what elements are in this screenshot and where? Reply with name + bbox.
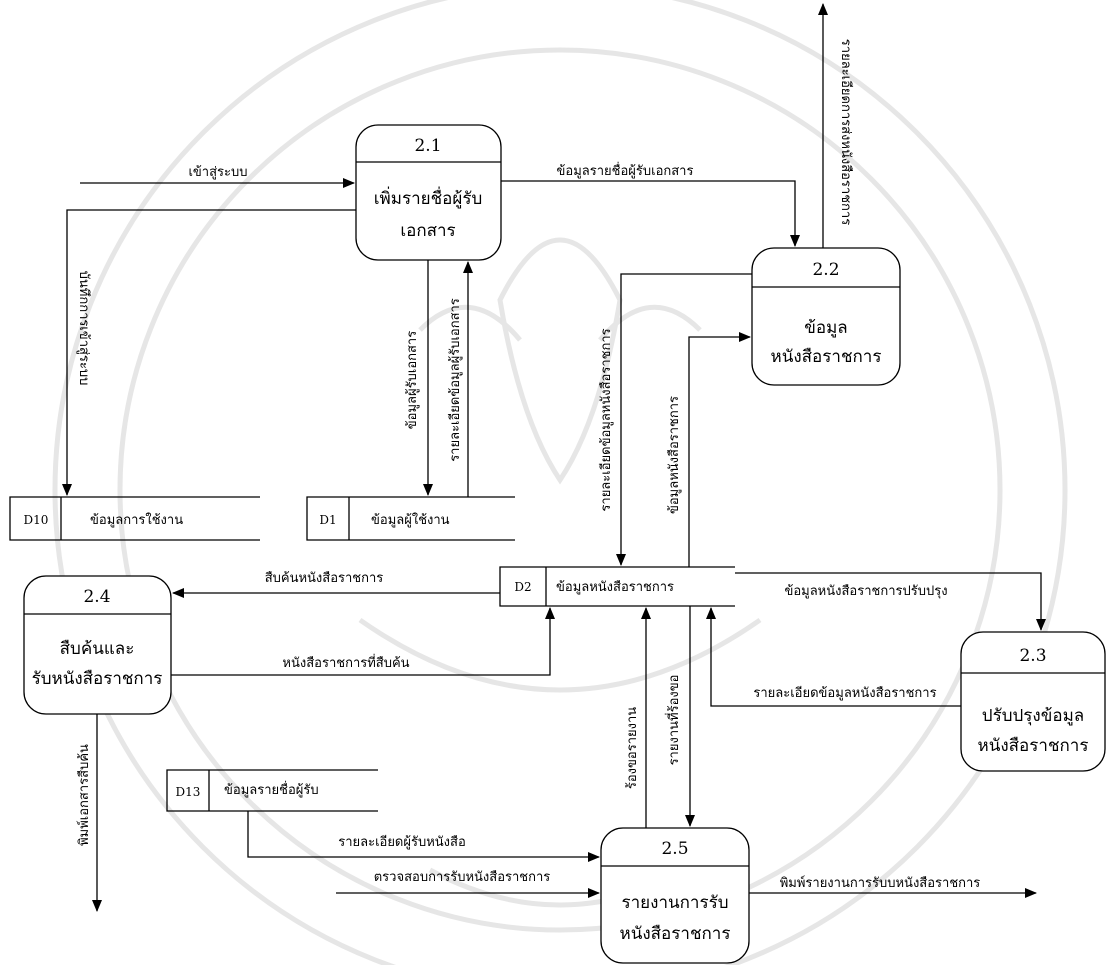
process-2-4: 2.4 สืบค้นและ รับหนังสือราชการ — [23, 575, 172, 715]
store-d10: D10 ข้อมูลการใช้งาน — [9, 496, 260, 541]
store-d13: D13 ข้อมูลรายชื่อผู้รับ — [166, 769, 378, 812]
process-2-4-name-line2: รับหนังสือราชการ — [32, 669, 163, 689]
flow-requested-report-label: รายงานที่ร้องขอ — [665, 675, 682, 766]
flow-print-report-label: พิมพ์รายงานการรับบหนังสือราชการ — [780, 875, 981, 891]
flow-check-receive: ตรวจสอบการรับหนังสือราชการ — [336, 869, 600, 898]
flow-doc-detail: รายละเอียดข้อมูลหนังสือราชการ — [598, 273, 752, 566]
store-d2: D2 ข้อมูลหนังสือราชการ — [499, 566, 735, 607]
flow-doc-detail-2-label: รายละเอียดข้อมูลหนังสือราชการ — [753, 685, 936, 701]
flow-print-search-label: พิมพ์เอกสารสืบค้น — [76, 744, 92, 846]
flow-recipient-list: ข้อมูลรายชื่อผู้รับเอกสาร — [501, 162, 800, 247]
process-2-5: 2.5 รายงานการรับ หนังสือราชการ — [600, 827, 750, 964]
store-d13-code: D13 — [176, 785, 201, 799]
store-d1: D1 ข้อมูลผู้ใช้งาน — [306, 496, 515, 541]
flow-login-label: เข้าสู่ระบบ — [188, 165, 247, 180]
flow-found-doc-label: หนังสือราชการที่สืบค้น — [282, 654, 409, 671]
process-2-5-name-line2: หนังสือราชการ — [620, 924, 731, 944]
flow-request-report: ร้องขอรายงาน — [625, 607, 651, 828]
flow-doc-detail-label: รายละเอียดข้อมูลหนังสือราชการ — [598, 328, 614, 511]
process-2-1-name-line2: เอกสาร — [400, 221, 455, 241]
store-d10-code: D10 — [24, 513, 49, 527]
flow-doc-update-label: ข้อมูลหนังสือราชการปรับปรุง — [784, 583, 947, 599]
process-2-1-number: 2.1 — [414, 136, 441, 156]
process-2-3-number: 2.3 — [1019, 646, 1046, 666]
process-2-3: 2.3 ปรับปรุงข้อมูล หนังสือราชการ — [960, 631, 1106, 772]
flow-doc-update: ข้อมูลหนังสือราชการปรับปรุง — [735, 572, 1046, 631]
process-2-2: 2.2 ข้อมูล หนังสือราชการ — [751, 247, 901, 386]
flow-doc-detail-2: รายละเอียดข้อมูลหนังสือราชการ — [706, 607, 961, 707]
store-d13-name: ข้อมูลรายชื่อผู้รับ — [224, 781, 319, 798]
process-2-3-name-line1: ปรับปรุงข้อมูล — [982, 706, 1084, 726]
flow-send-detail: รายละเอียดการส่งหนังสือราชการ — [818, 3, 854, 248]
flow-recipient-doc-detail: รายละเอียดผู้รับหนังสือ — [247, 811, 600, 862]
flow-recipient-data: ข้อมูลผู้รับเอกสาร — [405, 260, 433, 496]
process-2-4-name-line1: สืบค้นและ — [60, 639, 135, 659]
process-2-1-name-line1: เพิ่มรายชื่อผู้รับ — [374, 186, 483, 209]
store-d1-code: D1 — [319, 513, 336, 527]
flow-found-doc: หนังสือราชการที่สืบค้น — [171, 607, 555, 676]
store-d10-name: ข้อมูลการใช้งาน — [90, 512, 183, 528]
process-2-5-number: 2.5 — [661, 839, 688, 859]
process-2-4-number: 2.4 — [83, 587, 110, 607]
flow-recipient-detail-label: รายละเอียดข้อมูลผู้รับเอกสาร — [447, 298, 463, 462]
store-d2-name: ข้อมูลหนังสือราชการ — [556, 579, 674, 595]
flow-doc-data: ข้อมูลหนังสือราชการ — [666, 332, 751, 567]
flow-doc-data-label: ข้อมูลหนังสือราชการ — [666, 396, 682, 514]
watermark-seal — [52, 0, 1068, 965]
process-2-2-number: 2.2 — [812, 260, 839, 280]
flow-login: เข้าสู่ระบบ — [80, 165, 355, 188]
flow-recipient-data-label: ข้อมูลผู้รับเอกสาร — [405, 331, 420, 429]
flow-print-search: พิมพ์เอกสารสืบค้น — [76, 714, 102, 912]
flow-search-doc: สืบค้นหนังสือราชการ — [172, 570, 500, 598]
process-2-1: 2.1 เพิ่มรายชื่อผู้รับ เอกสาร — [355, 124, 502, 261]
flow-requested-report: รายงานที่ร้องขอ — [665, 606, 695, 827]
process-2-5-name-line1: รายงานการรับ — [622, 893, 729, 913]
store-d2-code: D2 — [514, 580, 531, 594]
store-d1-name: ข้อมูลผู้ใช้งาน — [371, 512, 450, 528]
process-2-3-name-line2: หนังสือราชการ — [978, 736, 1089, 756]
flow-request-report-label: ร้องขอรายงาน — [625, 707, 640, 789]
process-2-2-name-line2: หนังสือราชการ — [771, 347, 882, 367]
flow-usage-log: บันทึกการเข้าสู่ระบบ — [62, 209, 356, 496]
flow-send-detail-label: รายละเอียดการส่งหนังสือราชการ — [838, 39, 854, 225]
flow-search-doc-label: สืบค้นหนังสือราชการ — [265, 570, 384, 586]
flow-usage-log-label: บันทึกการเข้าสู่ระบบ — [76, 271, 91, 386]
flow-recipient-detail: รายละเอียดข้อมูลผู้รับเอกสาร — [447, 261, 473, 497]
flow-print-report: พิมพ์รายงานการรับบหนังสือราชการ — [749, 875, 1037, 898]
flow-recipient-doc-detail-label: รายละเอียดผู้รับหนังสือ — [338, 834, 466, 850]
flow-recipient-list-label: ข้อมูลรายชื่อผู้รับเอกสาร — [557, 162, 694, 179]
process-2-2-name-line1: ข้อมูล — [804, 318, 847, 338]
flow-check-receive-label: ตรวจสอบการรับหนังสือราชการ — [374, 869, 551, 885]
